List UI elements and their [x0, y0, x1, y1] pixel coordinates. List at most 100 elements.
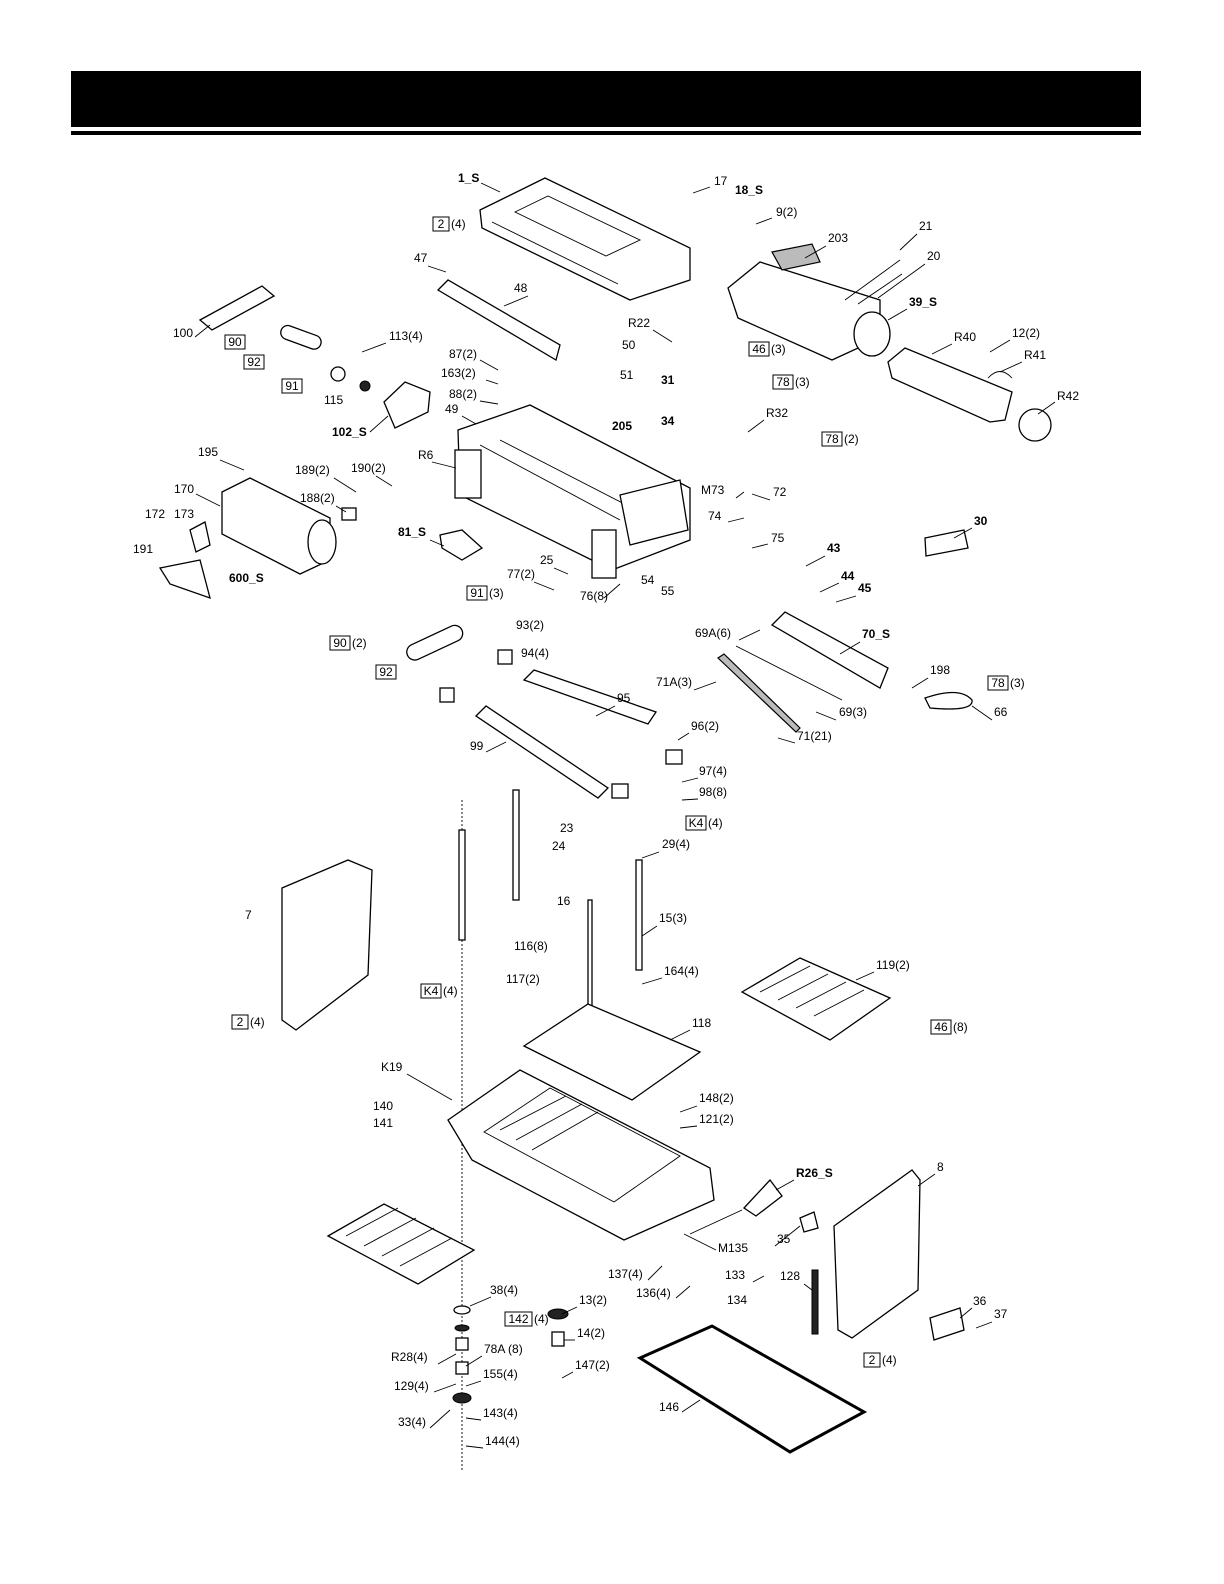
- part-label: 170: [174, 482, 194, 496]
- part-label: 35: [777, 1232, 791, 1246]
- ref-box-number-only-0: 90: [228, 335, 242, 349]
- part-label: 17: [714, 174, 728, 188]
- side-plate-part: [383, 381, 431, 429]
- base-plate-part: [522, 1003, 702, 1101]
- part-label: 102_S: [332, 425, 367, 439]
- part-label: (4): [250, 1015, 265, 1029]
- ref-box-label-89: [930, 1019, 952, 1035]
- ref-box-number-label-66: 78: [991, 676, 1005, 690]
- part-label: 96(2): [691, 719, 719, 733]
- part-label: 118: [692, 1016, 711, 1030]
- part-label: 54: [641, 573, 655, 587]
- part-label: 147(2): [575, 1358, 610, 1372]
- ref-box-only-1: [243, 354, 265, 370]
- right-side-cover-part: [833, 1169, 921, 1339]
- handle-part: [743, 1178, 783, 1217]
- strip-part: [811, 1269, 819, 1335]
- part-label: (8): [953, 1020, 968, 1034]
- belt-part: [924, 691, 973, 710]
- part-label: 191: [133, 542, 153, 556]
- part-label: 16: [557, 894, 571, 908]
- part-label: 51: [620, 368, 634, 382]
- part-label: 141: [373, 1116, 393, 1130]
- ref-box-label-23: [772, 374, 794, 390]
- part-label: 21: [919, 219, 933, 233]
- part-label: 18_S: [735, 183, 763, 197]
- lower-chain-part: [406, 624, 464, 661]
- part-label: 146: [659, 1400, 679, 1414]
- ref-box-label-4: [432, 216, 450, 232]
- part-label: R26_S: [796, 1166, 833, 1180]
- part-label: 88(2): [449, 387, 477, 401]
- part-label: 24: [552, 839, 566, 853]
- part-label: 71(21): [797, 729, 832, 743]
- ref-box-number-label-23: 78: [776, 375, 790, 389]
- part-label: 188(2): [300, 491, 335, 505]
- ref-box-label-107: [504, 1311, 533, 1327]
- chain-part: [280, 324, 322, 350]
- part-label: 93(2): [516, 618, 544, 632]
- part-label: 172: [145, 507, 165, 521]
- part-label: 31: [661, 373, 675, 387]
- part-label: 37: [994, 1307, 1008, 1321]
- ref-box-label-75: [685, 815, 707, 831]
- part-label: 43: [827, 541, 841, 555]
- ref-box-number-label-57: 91: [470, 586, 484, 600]
- part-label: (3): [1010, 676, 1025, 690]
- part-label: 163(2): [441, 366, 476, 380]
- part-label: 100: [173, 326, 193, 340]
- part-label: 97(4): [699, 764, 727, 778]
- part-label: 128: [780, 1269, 800, 1283]
- part-label: 203: [828, 231, 848, 245]
- dust-hood-part: [727, 243, 903, 361]
- part-label: 134: [727, 1293, 747, 1307]
- part-label: 1_S: [458, 171, 479, 185]
- feed-rollers-part: [439, 649, 683, 799]
- ref-box-label-86: [420, 983, 442, 999]
- part-label: 55: [661, 584, 675, 598]
- ref-box-label-57: [466, 585, 488, 601]
- part-label: 98(8): [699, 785, 727, 799]
- parts-drawing: [158, 177, 1052, 1470]
- part-label: 39_S: [909, 295, 937, 309]
- part-label: R6: [418, 448, 434, 462]
- part-label: 121(2): [699, 1112, 734, 1126]
- part-label: (3): [771, 342, 786, 356]
- part-label: 600_S: [229, 571, 264, 585]
- part-label: (3): [489, 586, 504, 600]
- part-label: 137(4): [608, 1267, 643, 1281]
- part-label: 15(3): [659, 911, 687, 925]
- ref-box-number-label-75: K4: [689, 816, 704, 830]
- part-label: 205: [612, 419, 632, 433]
- part-label: 144(4): [485, 1434, 520, 1448]
- ref-box-number-label-107: 142: [508, 1312, 528, 1326]
- rail-part: [436, 279, 561, 361]
- part-label: 78A (8): [484, 1342, 523, 1356]
- ref-box-number-label-16: 46: [752, 342, 766, 356]
- head-assembly-part: [454, 404, 691, 579]
- motor-part: [158, 477, 357, 600]
- part-label: R42: [1057, 389, 1079, 403]
- part-label: 133: [725, 1268, 745, 1282]
- part-label: 87(2): [449, 347, 477, 361]
- part-label: 69A(6): [695, 626, 731, 640]
- part-label: 77(2): [507, 567, 535, 581]
- ref-box-label-61: [329, 635, 351, 651]
- part-label: 99: [470, 739, 484, 753]
- ref-box-number-label-4: 2: [438, 217, 445, 231]
- part-label: (4): [708, 816, 723, 830]
- ref-box-number-label-64: 92: [379, 665, 393, 679]
- label-plate-part: [929, 1307, 965, 1341]
- part-label: 148(2): [699, 1091, 734, 1105]
- ref-box-number-label-89: 46: [934, 1020, 948, 1034]
- part-label: 14(2): [577, 1326, 605, 1340]
- part-label: R28(4): [391, 1350, 428, 1364]
- part-label: 49: [445, 402, 459, 416]
- part-label: 66: [994, 705, 1008, 719]
- ref-box-number-only-2: 91: [285, 379, 299, 393]
- part-label: 45: [858, 581, 872, 595]
- part-label: (3): [795, 375, 810, 389]
- part-label: 190(2): [351, 461, 386, 475]
- part-label: 173: [174, 507, 194, 521]
